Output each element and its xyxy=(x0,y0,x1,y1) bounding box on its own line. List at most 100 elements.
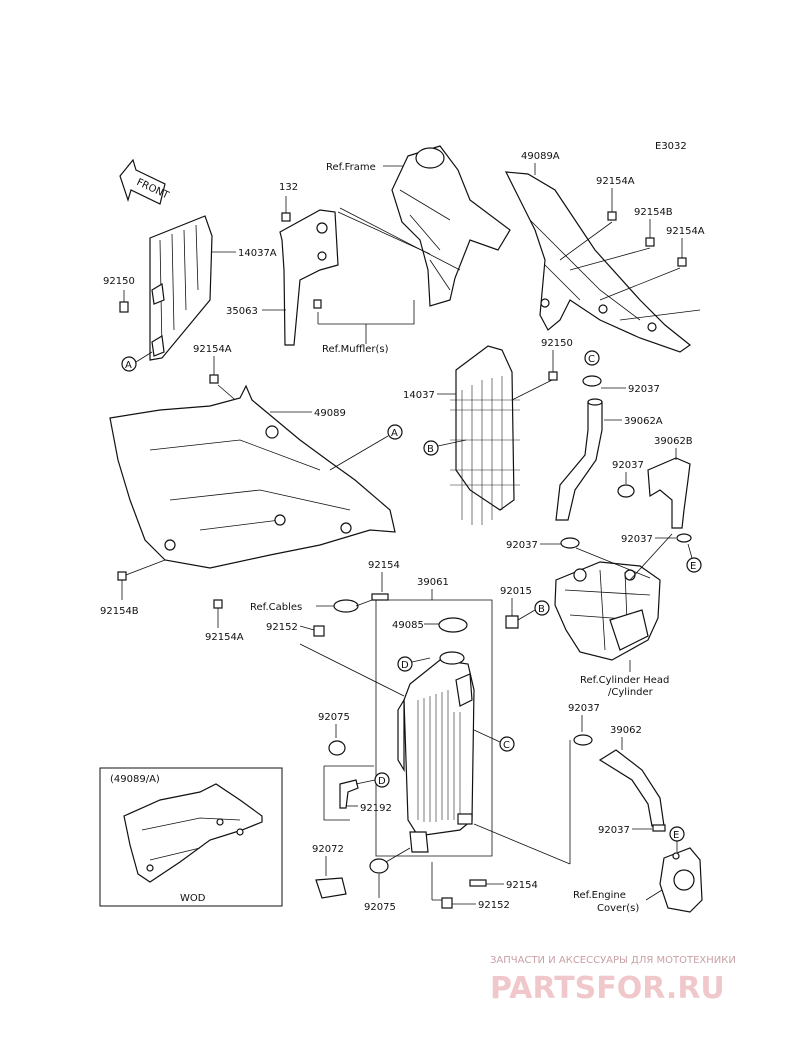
callout-c-right xyxy=(499,736,515,752)
diagram-code: E3032 xyxy=(655,141,687,152)
front-arrow-icon: FRONT xyxy=(119,158,171,205)
bolt-icon xyxy=(645,237,655,247)
label-92150-mid: 92150 xyxy=(541,338,573,349)
svg-text:E: E xyxy=(673,830,679,841)
label-ref-muffler: Ref.Muffler(s) xyxy=(322,344,389,355)
svg-text:A: A xyxy=(125,360,132,371)
label-92075-2: 92075 xyxy=(364,902,396,913)
label-92154-low: 92154 xyxy=(506,880,538,891)
label-92075-1: 92075 xyxy=(318,712,350,723)
shroud-left xyxy=(109,384,396,569)
hose-39062b xyxy=(647,457,691,529)
inset-title: (49089/A) xyxy=(110,774,160,785)
label-92072: 92072 xyxy=(312,844,344,855)
label-92154a-top1: 92154A xyxy=(596,176,635,187)
cylinder-head xyxy=(554,561,661,661)
collar-icon xyxy=(441,897,453,909)
grommet-icon xyxy=(328,740,346,756)
radiator-louver-center xyxy=(450,345,520,525)
bolt-icon xyxy=(469,879,487,887)
grommet-icon xyxy=(369,858,389,874)
callout-b-right xyxy=(534,600,550,616)
label-ref-cylinder-head: Ref.Cylinder Head xyxy=(580,675,669,686)
radiator-cap xyxy=(438,617,468,633)
label-92150-left: 92150 xyxy=(103,276,135,287)
bolt-icon xyxy=(281,196,291,222)
svg-text:B: B xyxy=(427,444,434,455)
bolt-icon xyxy=(607,211,617,221)
svg-text:E: E xyxy=(690,561,696,572)
hose-39062a xyxy=(555,398,603,521)
bolt-icon xyxy=(371,593,389,601)
label-49089: 49089 xyxy=(314,408,346,419)
svg-text:D: D xyxy=(401,660,409,671)
bolt-icon xyxy=(209,374,219,384)
hose-clamp-icon xyxy=(573,734,593,746)
inset-panel xyxy=(99,767,283,907)
hose-clamp-icon xyxy=(560,537,580,549)
label-92037-3: 92037 xyxy=(506,540,538,551)
bracket-35063 xyxy=(279,209,339,346)
callout-e-top xyxy=(686,557,702,573)
hose-clamp-icon xyxy=(652,824,666,832)
label-92154a-top2: 92154A xyxy=(666,226,705,237)
label-92154b-left: 92154B xyxy=(100,606,139,617)
label-92037-2: 92037 xyxy=(612,460,644,471)
svg-text:C: C xyxy=(503,740,510,751)
label-ref-engine-cover: Ref.Engine xyxy=(573,890,626,901)
cable-clamp-icon xyxy=(333,599,373,613)
callout-a-left xyxy=(121,356,137,372)
callout-b-left xyxy=(423,440,439,456)
clamp-92072 xyxy=(315,877,347,899)
label-39062a: 39062A xyxy=(624,416,663,427)
label-35063: 35063 xyxy=(226,306,258,317)
label-49085: 49085 xyxy=(392,620,424,631)
label-39062: 39062 xyxy=(610,725,642,736)
watermark-tagline: ЗАПЧАСТИ И АКСЕССУАРЫ ДЛЯ МОТОТЕХНИКИ xyxy=(490,955,736,966)
radiator-louver-left xyxy=(149,215,213,361)
bolt-icon xyxy=(213,599,223,609)
breather-tube xyxy=(339,779,359,809)
label-ref-engine-cover-2: Cover(s) xyxy=(597,903,639,914)
inset-caption: WOD xyxy=(180,893,206,904)
bolt-icon xyxy=(119,290,129,313)
bolt-icon xyxy=(313,299,322,309)
callout-d-top xyxy=(397,656,413,672)
hose-clamp-icon xyxy=(582,375,602,387)
hose-clamp-icon xyxy=(617,484,635,498)
label-92015: 92015 xyxy=(500,586,532,597)
svg-text:D: D xyxy=(378,776,386,787)
label-92154: 92154 xyxy=(368,560,400,571)
label-92037-5: 92037 xyxy=(568,703,600,714)
label-49089a: 49089A xyxy=(521,151,560,162)
label-39062b: 39062B xyxy=(654,436,693,447)
bolt-icon xyxy=(677,257,687,267)
svg-text:A: A xyxy=(391,428,398,439)
label-14037: 14037 xyxy=(403,390,435,401)
hose-clamp-icon xyxy=(676,533,692,543)
svg-text:C: C xyxy=(588,354,595,365)
label-92037-1: 92037 xyxy=(628,384,660,395)
hose-39062 xyxy=(598,749,665,827)
collar-icon xyxy=(313,625,325,637)
callout-c-top xyxy=(584,350,600,366)
label-92192: 92192 xyxy=(360,803,392,814)
label-ref-frame: Ref.Frame xyxy=(326,162,376,173)
radiator-core xyxy=(397,651,475,853)
clip-icon xyxy=(505,615,519,629)
label-ref-cylinder: /Cylinder xyxy=(608,687,654,698)
label-92037-6: 92037 xyxy=(598,825,630,836)
svg-text:B: B xyxy=(538,604,545,615)
watermark-brand: PARTSFOR.RU xyxy=(490,971,725,1006)
bolt-icon xyxy=(548,371,558,381)
callout-a-right xyxy=(387,424,403,440)
label-92037-4: 92037 xyxy=(621,534,653,545)
label-39061: 39061 xyxy=(417,577,449,588)
label-92154a-left: 92154A xyxy=(193,344,232,355)
label-ref-cables: Ref.Cables xyxy=(250,602,302,613)
label-92152-2: 92152 xyxy=(478,900,510,911)
label-92152-1: 92152 xyxy=(266,622,298,633)
label-14037a: 14037A xyxy=(238,248,277,259)
bolt-icon xyxy=(117,571,127,581)
